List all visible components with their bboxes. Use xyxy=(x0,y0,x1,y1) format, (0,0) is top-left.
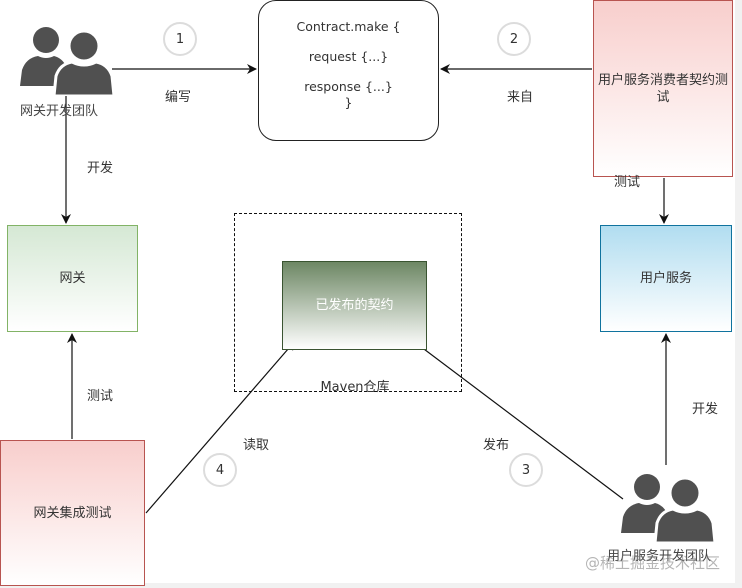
contract-line: Contract.make { xyxy=(296,19,401,34)
step-badge-2: 2 xyxy=(497,22,531,56)
edge-label-write: 编写 xyxy=(165,90,192,105)
users-icon xyxy=(20,27,116,96)
consumer-contract-test-box[interactable]: 用户服务消费者契约测试 xyxy=(593,0,733,177)
frame-edge xyxy=(0,583,742,588)
published-contract-label: 已发布的契约 xyxy=(315,298,394,313)
gateway-team-label: 网关开发团队 xyxy=(20,104,99,119)
contract-definition-box[interactable]: Contract.make { request {...} response {… xyxy=(258,0,439,141)
published-contract-box[interactable]: 已发布的契约 xyxy=(282,261,427,350)
user-service-label: 用户服务 xyxy=(639,271,692,286)
contract-line: response {...} xyxy=(304,79,393,94)
consumer-contract-test-label: 用户服务消费者契约测试 xyxy=(598,72,729,105)
edge-label-test-user-service: 测试 xyxy=(614,175,641,190)
step-badge-3: 3 xyxy=(509,453,543,487)
user-service-box[interactable]: 用户服务 xyxy=(600,225,732,332)
gateway-integration-test-label: 网关集成测试 xyxy=(33,505,112,521)
edge-label-publish: 发布 xyxy=(483,438,510,453)
edge-publish-line xyxy=(403,333,624,500)
step-badge-4: 4 xyxy=(203,453,237,487)
contract-line: request {...} xyxy=(308,49,389,64)
edge-label-test-gateway: 测试 xyxy=(87,389,114,404)
edge-label-from: 来自 xyxy=(507,90,534,105)
edge-label-read: 读取 xyxy=(243,438,270,453)
gateway-label: 网关 xyxy=(59,271,86,286)
edge-label-develop-user-service: 开发 xyxy=(692,402,719,417)
maven-repo-region[interactable] xyxy=(234,213,462,392)
frame-edge xyxy=(735,0,742,588)
maven-repo-label: Maven仓库 xyxy=(320,380,390,395)
edge-label-develop-gateway: 开发 xyxy=(87,161,114,176)
step-badge-1: 1 xyxy=(163,22,197,56)
contract-line: } xyxy=(344,95,353,110)
users-icon xyxy=(621,474,717,543)
watermark: @稀土掘金技术社区 xyxy=(585,554,721,572)
edge-read-line xyxy=(145,340,296,514)
user-service-team-label: 用户服务开发团队 xyxy=(607,549,712,564)
gateway-integration-test-box[interactable]: 网关集成测试 xyxy=(0,440,145,586)
gateway-box[interactable]: 网关 xyxy=(7,225,138,332)
